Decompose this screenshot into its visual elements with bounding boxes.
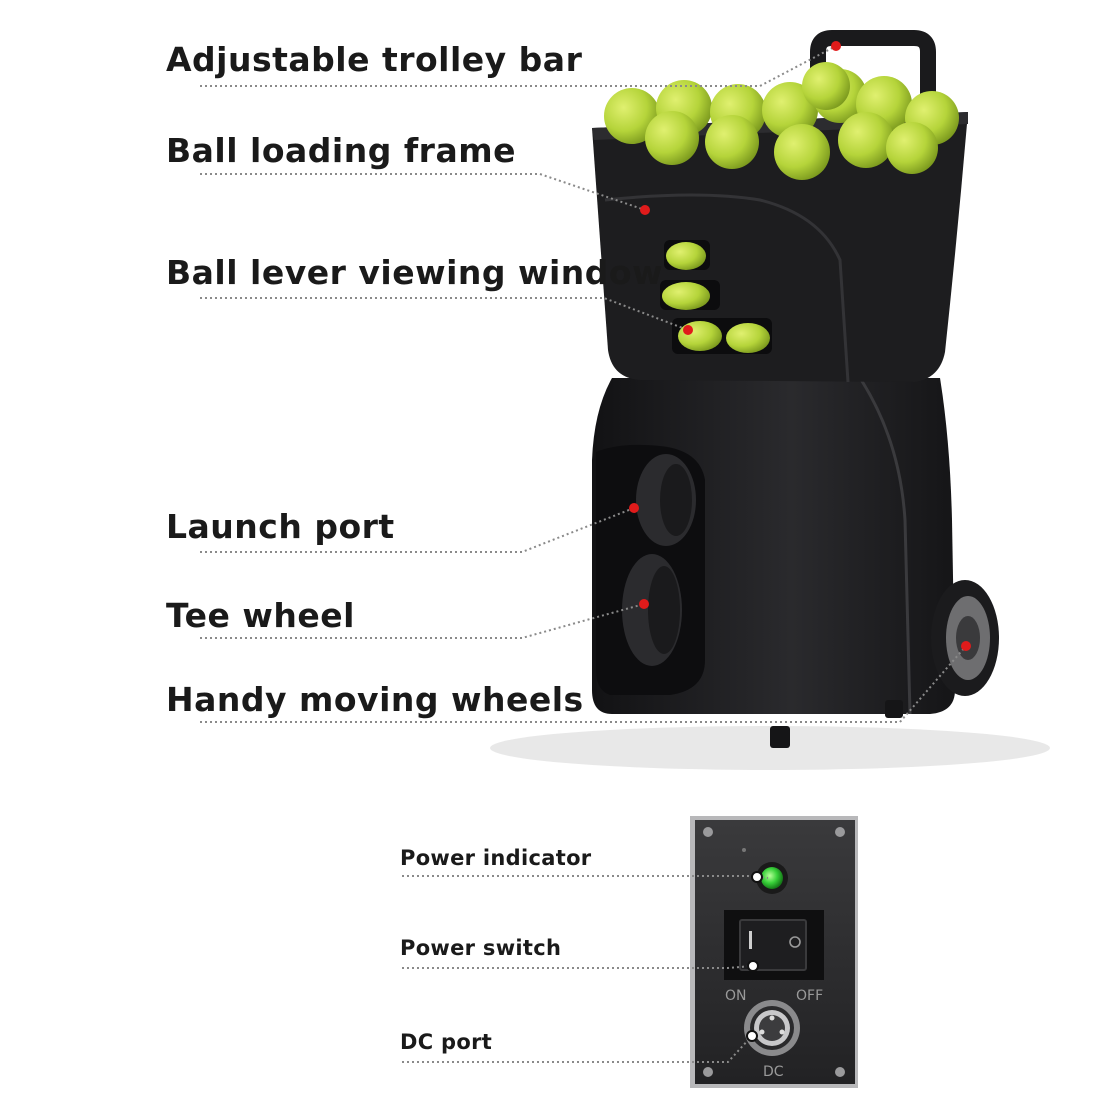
tennis-balls [604,62,959,180]
launch-port-wheel [636,454,696,546]
ball-loading-frame-label: Ball loading frame [166,131,516,170]
trolley-leader [200,45,837,87]
trolley-marker [831,41,841,51]
frame-leader [200,173,646,211]
dc-label: DC [763,1064,784,1080]
dc-leader [402,1037,751,1063]
dc-port[interactable] [744,1000,800,1056]
launch-port-label: Launch port [166,507,395,546]
switch-marker [747,960,759,972]
wheels-leader [200,645,967,723]
tee-leader [200,603,645,639]
dc-marker [746,1030,758,1042]
trolley-bar-label: Adjustable trolley bar [166,40,583,79]
launch-marker [629,503,639,513]
floor-shadow [490,726,1050,770]
off-label: OFF [796,988,823,1004]
switch-on-symbol [749,931,752,949]
viewing-window [660,240,772,354]
power-switch-label: Power switch [400,936,562,960]
tee-marker [639,599,649,609]
panel-markers [746,871,763,1042]
power-indicator-led [756,862,788,894]
control-panel: ON OFF DC [690,816,858,1088]
wheels-marker [961,641,971,651]
moving-wheel [931,580,999,696]
on-label: ON [725,988,747,1004]
launch-leader [200,507,635,553]
viewing-window-label: Ball lever viewing window [166,253,664,292]
indicator-marker [751,871,763,883]
power-switch[interactable] [724,910,824,980]
dc-port-label: DC port [400,1030,493,1054]
power-indicator-label: Power indicator [400,846,592,870]
tee-wheel-label: Tee wheel [166,596,355,635]
leader-lines [200,45,967,1063]
moving-wheels-label: Handy moving wheels [166,680,584,719]
indicator-leader [402,875,769,879]
frame-marker [640,205,650,215]
switch-off-symbol [789,936,801,948]
window-marker [683,325,693,335]
tee-wheel [622,554,682,666]
switch-leader [402,965,753,969]
callout-markers [629,41,971,651]
